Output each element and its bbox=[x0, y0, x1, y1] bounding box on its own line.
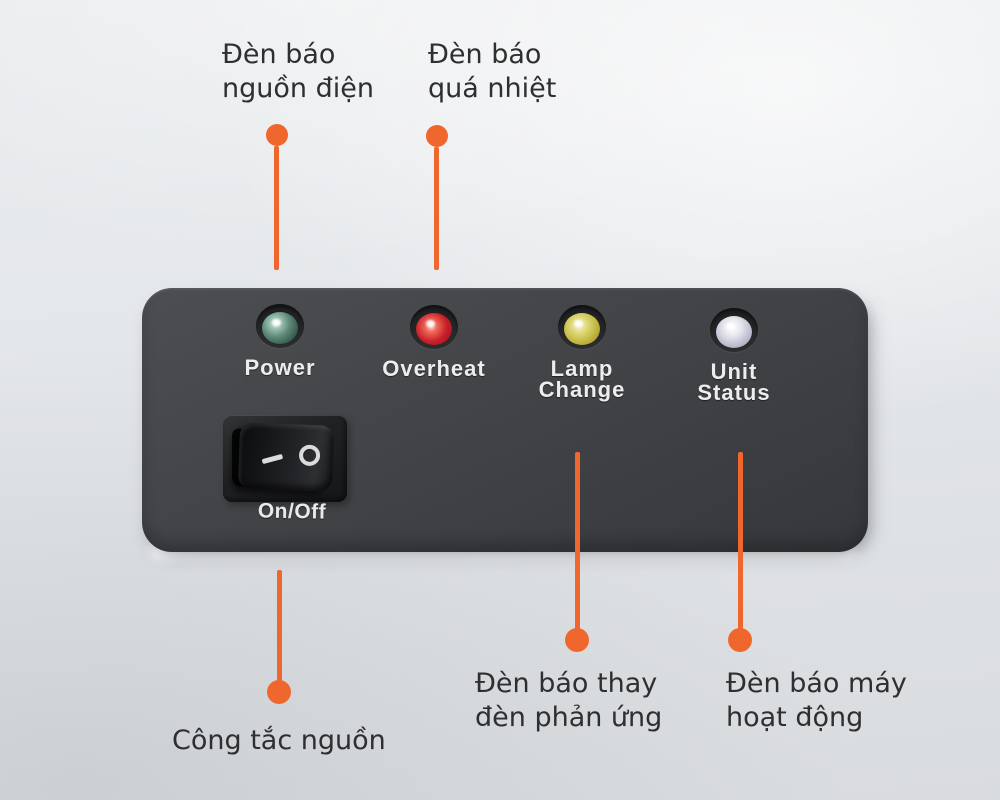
unit-status-callout-line bbox=[738, 452, 743, 630]
indicator-overheat: Overheat bbox=[372, 305, 496, 381]
switch-callout-line bbox=[277, 570, 282, 682]
overheat-callout-line bbox=[434, 147, 439, 270]
unit-status-led-icon bbox=[710, 308, 758, 352]
switch-on-icon bbox=[261, 453, 284, 465]
overheat-led-label: Overheat bbox=[382, 356, 486, 381]
overheat-led-icon bbox=[410, 305, 458, 349]
control-panel: Power Overheat Lamp Change Unit bbox=[142, 288, 868, 552]
power-rocker-switch[interactable] bbox=[237, 422, 335, 492]
overheat-callout-dot bbox=[426, 125, 448, 147]
power-callout-dot bbox=[266, 124, 288, 146]
overheat-light-annotation: Đèn báo quá nhiệt bbox=[428, 39, 557, 104]
switch-off-icon bbox=[298, 444, 321, 467]
unit-status-callout-dot bbox=[728, 628, 752, 652]
power-switch-annotation: Công tắc nguồn bbox=[172, 725, 386, 756]
lamp-change-led-label: Lamp Change bbox=[538, 356, 626, 402]
indicator-lamp-change: Lamp Change bbox=[520, 305, 644, 402]
power-light-annotation: Đèn báo nguồn điện bbox=[222, 39, 374, 104]
switch-callout-dot bbox=[267, 680, 291, 704]
power-led-label: Power bbox=[244, 355, 316, 380]
power-led-icon bbox=[256, 304, 304, 348]
power-switch-bezel bbox=[223, 415, 347, 502]
onoff-label: On/Off bbox=[257, 499, 327, 524]
unit-status-led-label: Unit Status bbox=[697, 359, 771, 405]
lamp-change-led-icon bbox=[558, 305, 606, 349]
indicator-unit-status: Unit Status bbox=[672, 308, 796, 405]
power-callout-line bbox=[274, 146, 279, 270]
lamp-change-callout-line bbox=[575, 452, 580, 630]
indicator-power: Power bbox=[218, 304, 342, 380]
lamp-change-annotation: Đèn báo thay đèn phản ứng bbox=[475, 668, 663, 733]
lamp-change-callout-dot bbox=[565, 628, 589, 652]
unit-status-annotation: Đèn báo máy hoạt động bbox=[726, 668, 907, 733]
